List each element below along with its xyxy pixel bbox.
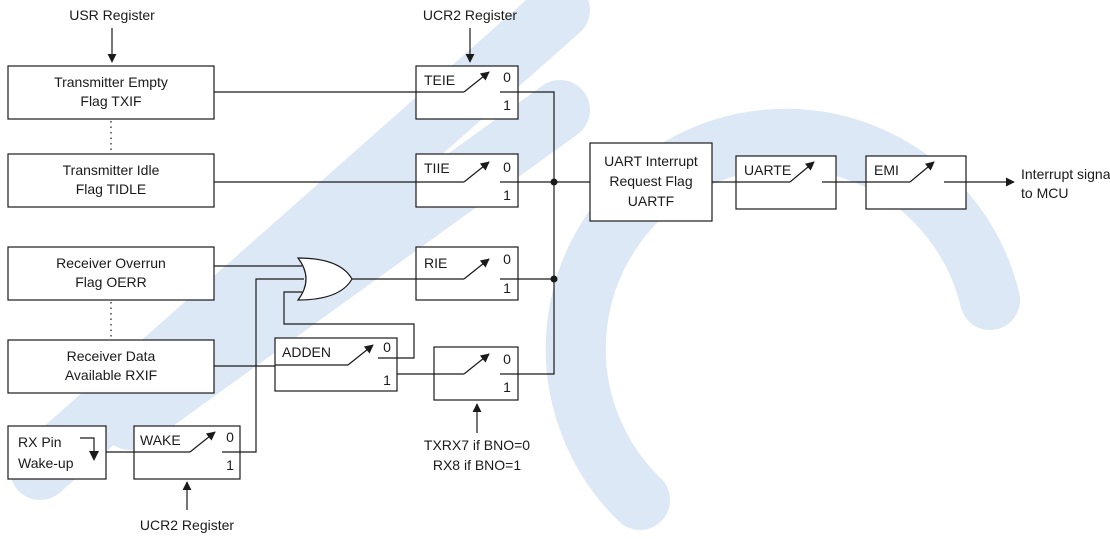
rie-zero: 0 — [503, 251, 511, 267]
rie-switch — [415, 246, 519, 301]
ucr2-register-top-label: UCR2 Register — [423, 7, 517, 23]
wake-switch-icon — [189, 431, 216, 453]
oerr-line1: Receiver Overrun — [56, 255, 166, 271]
teie-zero: 0 — [503, 69, 511, 85]
tiie-one: 1 — [503, 187, 511, 203]
teie-label: TEIE — [424, 72, 455, 88]
adden-feedback-wire — [283, 291, 415, 359]
junction-dot — [550, 178, 558, 186]
oerr-line2: Flag OERR — [75, 274, 147, 290]
uart-flag-line2: Request Flag — [609, 173, 692, 189]
rx-pin-box — [7, 425, 107, 480]
interrupt-bus — [518, 91, 555, 375]
wake-label: WAKE — [140, 432, 181, 448]
rxif-line1: Receiver Data — [67, 348, 156, 364]
bno-switch-icon — [463, 353, 490, 375]
txif-line1: Transmitter Empty — [54, 74, 168, 90]
wake-zero: 0 — [226, 429, 234, 445]
tidle-line2: Flag TIDLE — [76, 181, 147, 197]
rie-one: 1 — [503, 280, 511, 296]
output-line1: Interrupt signal — [1021, 166, 1110, 182]
junction-dot — [550, 275, 558, 283]
output-line2: to MCU — [1021, 185, 1068, 201]
rxif-line2: Available RXIF — [65, 367, 157, 383]
bno-select-line1: TXRX7 if BNO=0 — [424, 437, 530, 453]
bno-one: 1 — [503, 379, 511, 395]
uart-interrupt-flag-box — [589, 142, 713, 222]
uarte-label: UARTE — [744, 162, 791, 178]
adden-switch-icon — [347, 344, 374, 366]
adden-zero: 0 — [383, 339, 391, 355]
rx-pin-line1: RX Pin — [18, 434, 62, 450]
oerr-flag-box — [7, 246, 215, 301]
falling-edge-icon — [80, 437, 95, 452]
rxif-flag-box — [7, 339, 215, 394]
falling-edge-arrow-icon — [89, 451, 99, 461]
wake-one: 1 — [226, 457, 234, 473]
emi-switch-icon — [909, 161, 935, 183]
tiie-switch-icon — [463, 161, 490, 183]
uart-flag-line3: UARTF — [628, 193, 674, 209]
emi-label: EMI — [874, 162, 899, 178]
usr-register-label: USR Register — [69, 7, 155, 23]
or-gate — [296, 257, 353, 301]
bno-select-line2: RX8 if BNO=1 — [433, 457, 522, 473]
uarte-switch-icon — [789, 161, 815, 183]
teie-one: 1 — [503, 97, 511, 113]
tiie-switch — [415, 153, 519, 208]
adden-one: 1 — [383, 372, 391, 388]
tiie-zero: 0 — [503, 159, 511, 175]
tiie-label: TIIE — [424, 160, 450, 176]
bno-zero: 0 — [503, 351, 511, 367]
adden-label: ADDEN — [282, 344, 331, 360]
txif-flag-box — [7, 65, 215, 120]
tidle-flag-box — [7, 153, 215, 208]
tidle-line1: Transmitter Idle — [63, 162, 160, 178]
uart-flag-line1: UART Interrupt — [604, 153, 698, 169]
rie-switch-icon — [463, 258, 490, 280]
rx-pin-line2: Wake-up — [18, 455, 74, 471]
txif-line2: Flag TXIF — [80, 93, 141, 109]
rie-label: RIE — [424, 255, 447, 271]
wake-output-wire — [240, 278, 304, 453]
teie-switch-icon — [463, 71, 490, 93]
ucr2-register-bottom-label: UCR2 Register — [140, 517, 234, 533]
